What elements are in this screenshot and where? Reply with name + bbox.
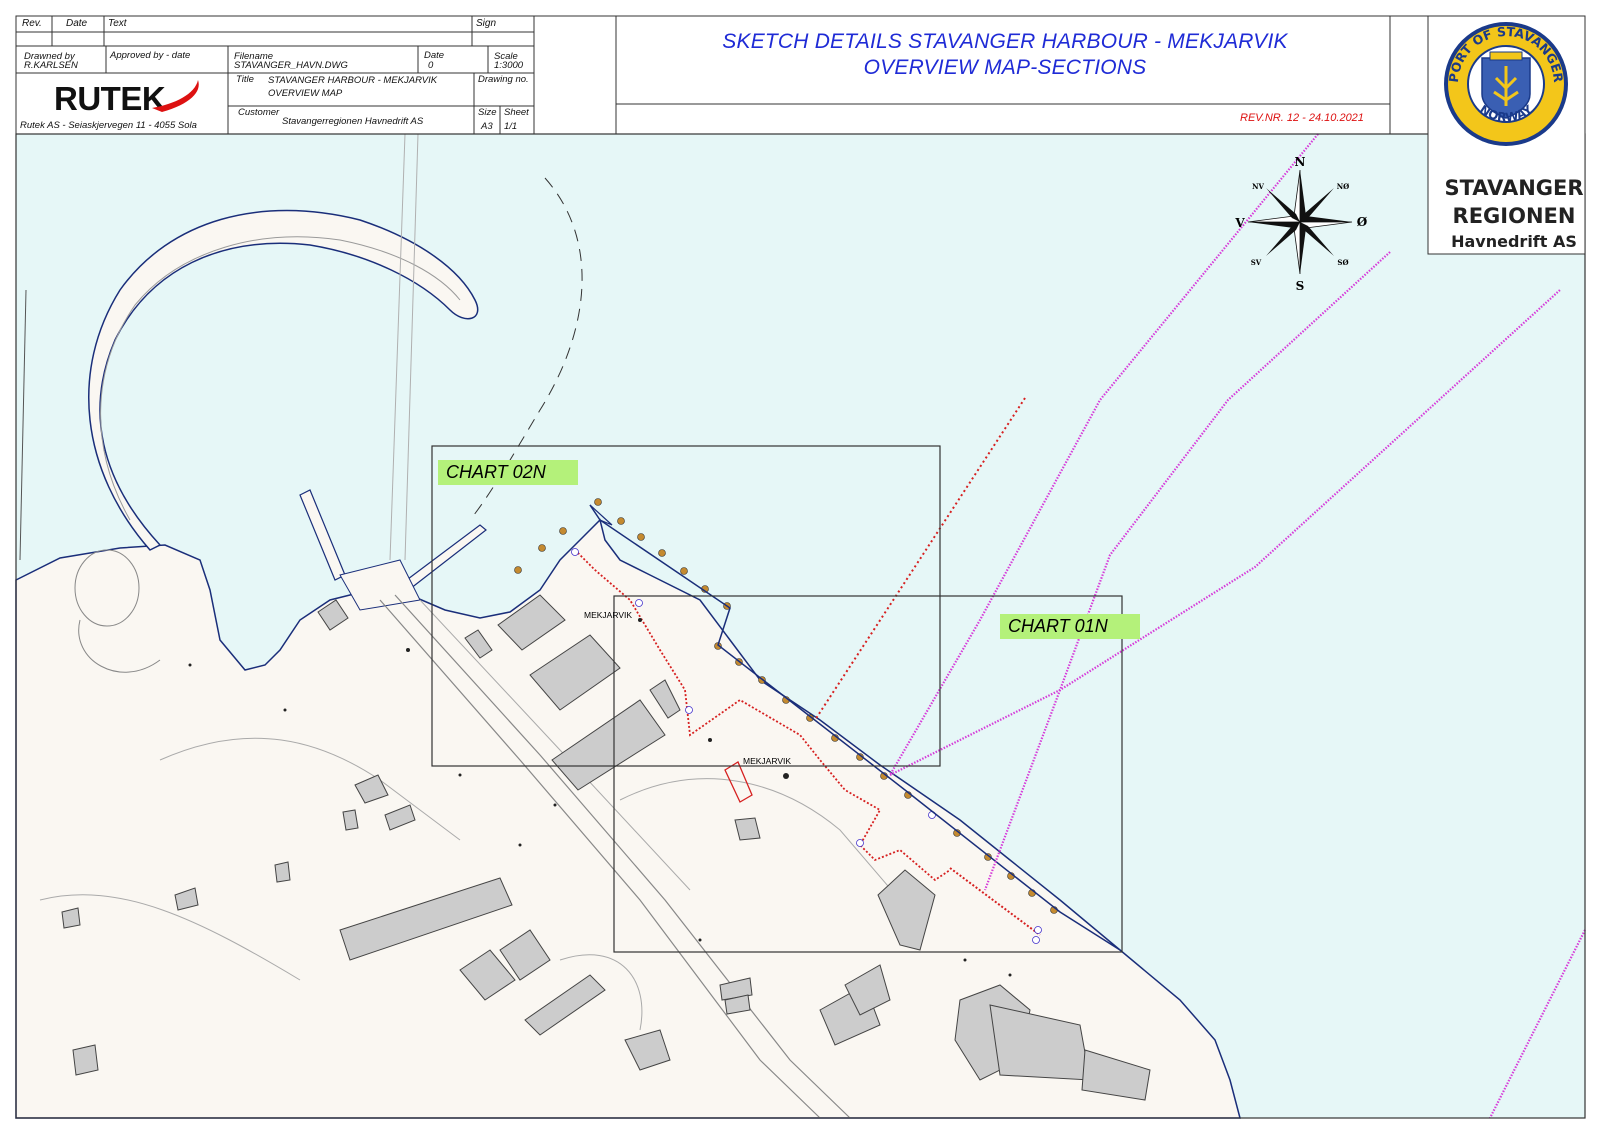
sign-header: Sign	[476, 18, 497, 29]
svg-text:NORWAY: NORWAY	[1477, 102, 1535, 124]
page-title-line-1: SKETCH DETAILS STAVANGER HARBOUR - MEKJA…	[722, 30, 1288, 53]
scale-label: Scale	[494, 51, 518, 62]
company-address: Rutek AS - Seiaskjervegen 11 - 4055 Sola	[20, 120, 197, 131]
seal-text-bottom: NORWAY	[1477, 102, 1535, 124]
title-line-2: OVERVIEW MAP	[268, 88, 343, 99]
logo-name-line-3: Havnedrift AS	[1451, 232, 1577, 251]
land-mass	[15, 518, 1241, 1119]
compass-s: S	[1296, 279, 1305, 293]
seal-text-top: PORT OF STAVANGER	[1446, 24, 1566, 84]
drawing-no-label: Drawing no.	[478, 74, 529, 85]
logo-name-line-2: REGIONEN	[1452, 204, 1576, 228]
page-title-line-2: OVERVIEW MAP-SECTIONS	[863, 56, 1147, 79]
logo-name-line-1: STAVANGER	[1444, 176, 1584, 200]
compass-se: SØ	[1337, 258, 1348, 267]
size-label: Size	[478, 107, 497, 118]
date-value: 0	[428, 60, 434, 71]
compass-sw: SV	[1251, 258, 1262, 267]
title-line-1: STAVANGER HARBOUR - MEKJARVIK	[268, 75, 438, 86]
map-area	[15, 133, 1586, 1119]
port-of-stavanger-seal	[1444, 22, 1568, 146]
compass-e: Ø	[1357, 215, 1368, 229]
rutek-swoosh-icon	[152, 80, 199, 112]
scale-value: 1:3000	[494, 60, 524, 71]
drawn-by-label: Drawned by	[24, 51, 75, 62]
buildings	[61, 594, 1151, 1101]
title-block	[15, 15, 535, 135]
compass-n: N	[1295, 155, 1306, 169]
filename-label: Filename	[234, 51, 274, 62]
compass-w: V	[1234, 216, 1245, 230]
chart-01n-label[interactable]: CHART 01N	[1000, 614, 1140, 639]
title-label: Title	[236, 74, 254, 85]
quay-boundary	[574, 549, 951, 882]
date-label: Date	[424, 50, 445, 61]
place-label-mekjarvik-1: MEKJARVIK	[584, 610, 633, 620]
rev-header: Rev.	[22, 18, 42, 29]
chart-01n-frame[interactable]	[613, 595, 1123, 953]
compass-rose: N S Ø V NØ NV SØ SV	[1234, 155, 1367, 293]
chart-02n-frame[interactable]	[431, 445, 941, 767]
drawn-by-value: R.KARLSEN	[24, 60, 78, 71]
customer-label: Customer	[238, 107, 280, 118]
svg-text:PORT OF STAVANGER: PORT OF STAVANGER	[1446, 24, 1566, 84]
shipping-routes	[889, 133, 1586, 1119]
compass-ne: NØ	[1337, 182, 1350, 191]
revision-note: REV.NR. 12 - 24.10.2021	[1240, 112, 1364, 124]
customer-value: Stavangerregionen Havnedrift AS	[282, 116, 424, 127]
filename-value: STAVANGER_HAVN.DWG	[234, 60, 348, 71]
compass-nw: NV	[1252, 182, 1264, 191]
sheet-label: Sheet	[504, 107, 529, 118]
chart-02n-label[interactable]: CHART 02N	[438, 460, 578, 485]
place-label-mekjarvik-2: MEKJARVIK	[743, 756, 792, 766]
date-header: Date	[66, 18, 88, 29]
seal-lettering: PORT OF STAVANGER NORWAY	[1446, 24, 1566, 125]
size-value: A3	[481, 121, 493, 132]
text-header: Text	[108, 18, 127, 29]
sheet-value: 1/1	[504, 121, 518, 132]
rutek-logo: RUTEK	[54, 80, 166, 117]
approved-label: Approved by - date	[110, 50, 191, 61]
